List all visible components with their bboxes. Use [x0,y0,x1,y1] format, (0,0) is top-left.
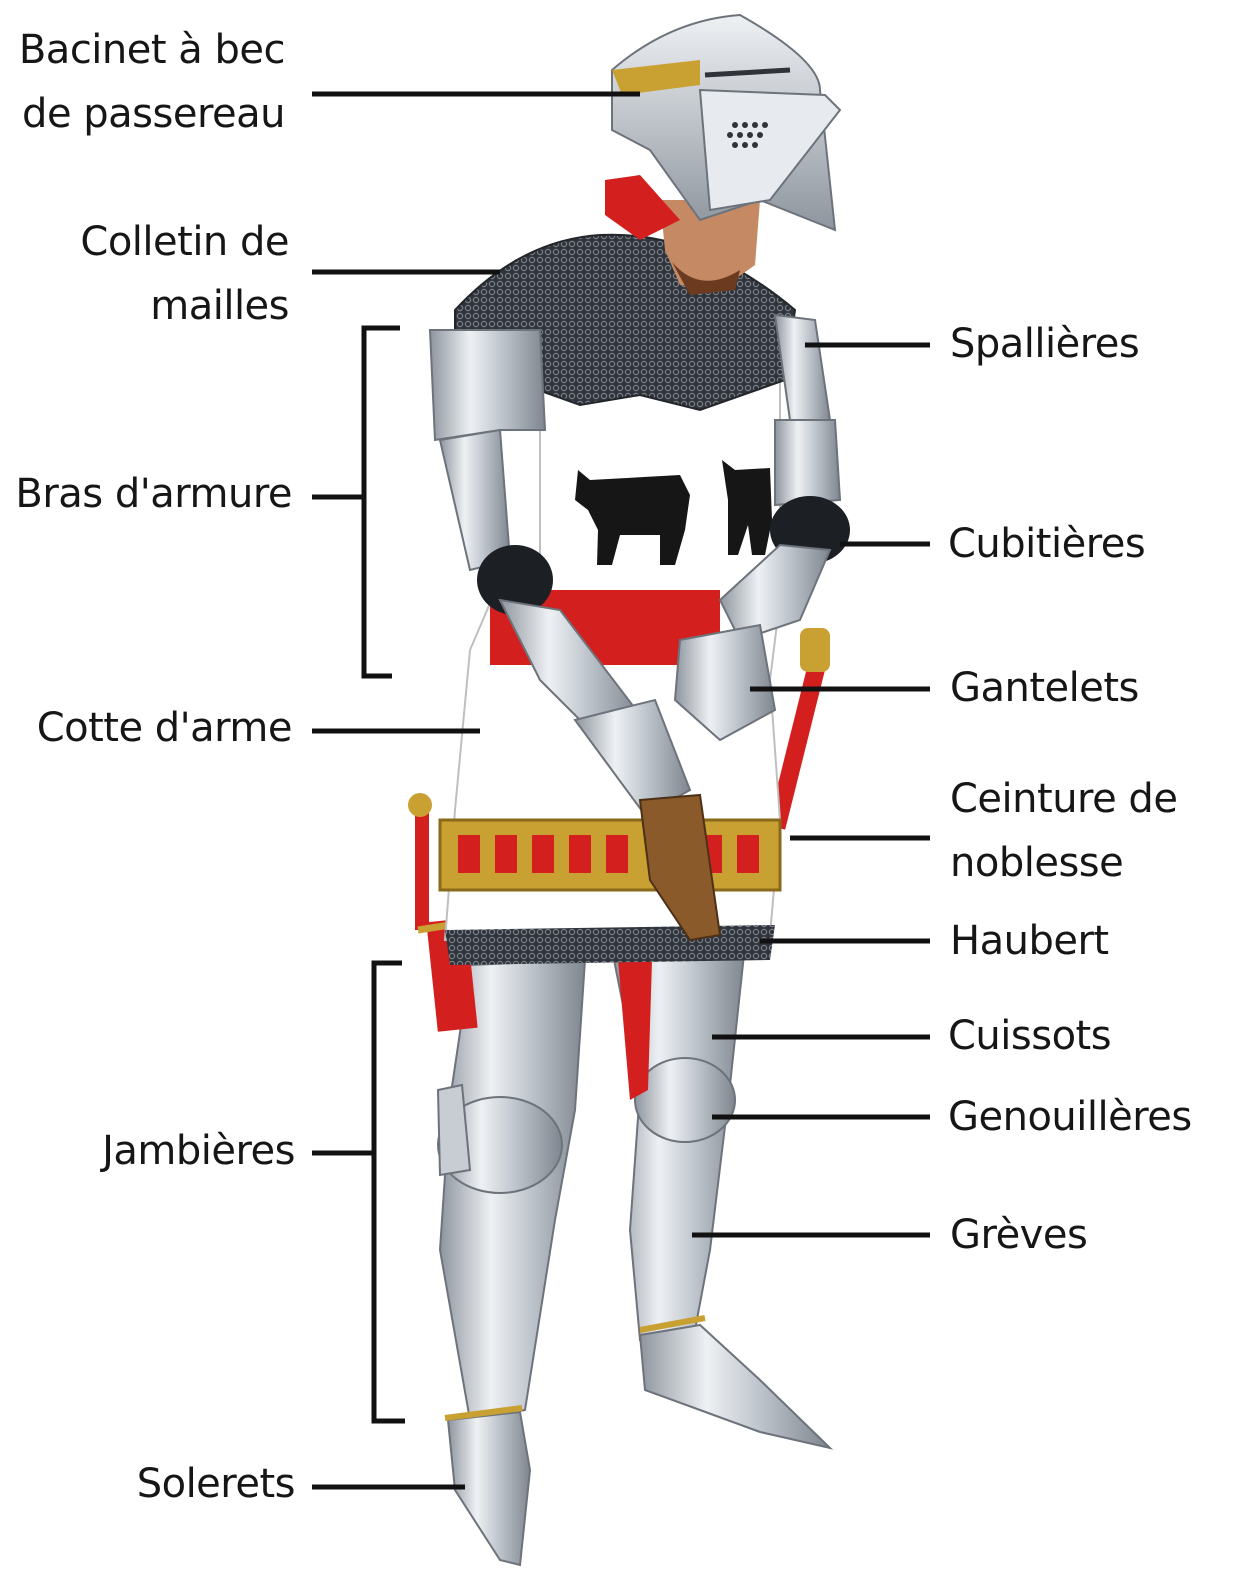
label-colletin: Colletin de mailles [80,210,289,338]
label-bacinet: Bacinet à bec de passereau [19,18,285,146]
label-haubert: Haubert [950,909,1109,973]
label-spallieres: Spallières [950,312,1139,376]
label-genouilleres: Genouillères [948,1085,1192,1149]
label-solerets: Solerets [137,1452,295,1516]
label-greves: Grèves [950,1203,1087,1267]
label-jambieres: Jambières [102,1119,295,1183]
label-cubitieres: Cubitières [948,512,1145,576]
bracket-jambieres [374,963,405,1421]
label-bras: Bras d'armure [15,462,292,526]
label-gantelets: Gantelets [950,656,1139,720]
label-cotte: Cotte d'arme [37,696,292,760]
bracket-bras [364,328,400,676]
label-cuissots: Cuissots [948,1004,1111,1068]
label-ceinture: Ceinture de noblesse [950,767,1177,895]
